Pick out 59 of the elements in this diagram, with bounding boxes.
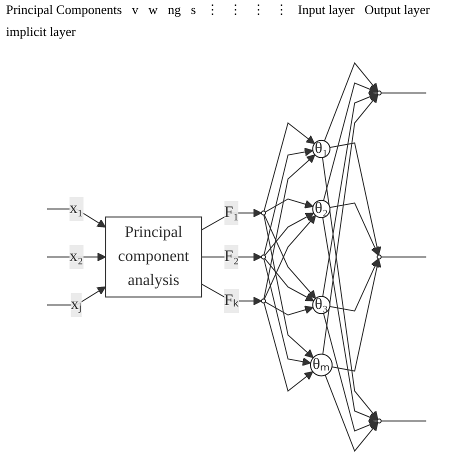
layer-label: ⋮ (252, 2, 265, 19)
arrow (323, 82, 378, 202)
arrow (322, 92, 378, 297)
arrow (330, 142, 382, 256)
arrow (264, 214, 314, 358)
edge-label: x₁ (70, 200, 84, 217)
layer-label: w (148, 2, 158, 19)
node-circle: θ₃ (312, 296, 331, 314)
arrow (264, 258, 312, 366)
arrow (264, 212, 315, 256)
node-circle (377, 90, 382, 96)
edge-label: Fₖ (224, 292, 240, 309)
layer-label: v (132, 2, 138, 19)
layer-label: ⋮ (206, 2, 219, 19)
arrow (324, 62, 379, 142)
layer-label: Principal Components (6, 2, 122, 19)
arrow (322, 94, 379, 355)
arrow (202, 252, 262, 262)
edge-label: F₂ (224, 248, 240, 265)
layer-label: s (190, 2, 196, 19)
arrow (323, 312, 378, 432)
arrow (46, 252, 106, 262)
arrow (264, 258, 315, 302)
arrow (264, 302, 314, 392)
arrow (264, 154, 316, 300)
node-circle (377, 254, 382, 260)
node-circle: θ₂ (312, 200, 331, 218)
arrow (46, 208, 106, 228)
arrow (202, 208, 262, 230)
connector (381, 420, 428, 422)
layer-label: Input layer (298, 2, 355, 19)
arrow (332, 258, 382, 372)
node-circle (261, 254, 266, 260)
edge-label: F₁ (224, 204, 240, 221)
arrow (322, 157, 379, 420)
arrow (330, 258, 380, 312)
layer-label: ⋮ (228, 2, 242, 19)
arrow (330, 202, 380, 256)
node-box: Principal component analysis (106, 216, 202, 298)
layer-label: implicit layer (6, 24, 76, 41)
node-circle (377, 418, 382, 424)
arrow (264, 148, 314, 256)
connector (381, 92, 428, 94)
arrow (46, 286, 106, 306)
arrow (322, 217, 378, 422)
node-circle: θ₁ (312, 140, 331, 158)
connector (381, 256, 428, 258)
arrow (325, 374, 379, 452)
node-circle (261, 298, 266, 304)
edge-label: x₂ (70, 248, 84, 265)
node-circle: θₘ (310, 354, 334, 376)
layer-label: Output layer (364, 2, 430, 19)
node-circle (261, 210, 266, 216)
arrow (264, 122, 316, 212)
arrow (265, 302, 314, 316)
arrow (265, 198, 314, 212)
layer-label: ng (168, 2, 181, 19)
edge-label: xⱼ (71, 296, 82, 313)
layer-label: ⋮ (274, 2, 288, 19)
